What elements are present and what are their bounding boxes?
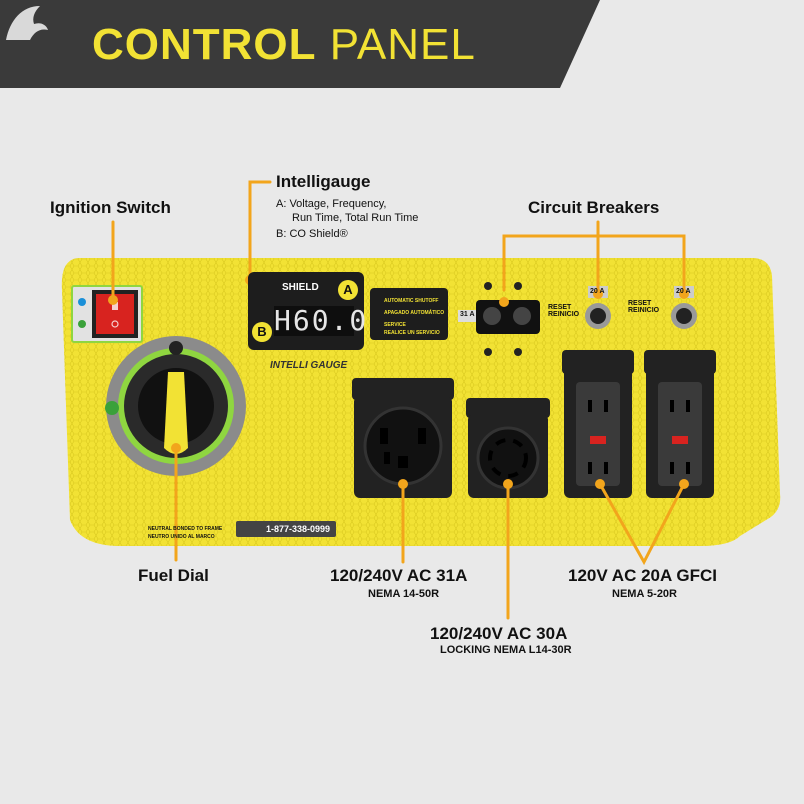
co-shield-label: SHIELD bbox=[282, 282, 319, 293]
neutral-label-2: NEUTRO UNIDO AL MARCO bbox=[148, 534, 215, 540]
warn-line-4: REALICE UN SERVICIO bbox=[384, 330, 440, 336]
shutoff-warning-label: AUTOMATIC SHUTOFF APAGADO AUTOMÁTICO SER… bbox=[370, 288, 448, 340]
callout-intelligauge: Intelligauge bbox=[276, 172, 371, 191]
callout-outlet-14-50: 120/240V AC 31A bbox=[330, 566, 468, 585]
breaker-20a-right-label: 20 A bbox=[676, 288, 691, 295]
support-phone: 1-877-338-0999 bbox=[236, 521, 336, 537]
brand-logo-icon bbox=[6, 6, 48, 40]
intelligauge-item-a2: Run Time, Total Run Time bbox=[292, 212, 419, 224]
badge-a: A bbox=[338, 280, 358, 300]
callout-circuit-breakers: Circuit Breakers bbox=[528, 198, 660, 217]
title-bold: CONTROL bbox=[92, 20, 317, 69]
warn-line-2: APAGADO AUTOMÁTICO bbox=[384, 310, 445, 316]
callout-outlet-l14-30-sub: LOCKING NEMA L14-30R bbox=[440, 644, 572, 656]
breaker-20a-left-label: 20 A bbox=[590, 288, 605, 295]
intelligauge-item-b: B: CO Shield® bbox=[276, 228, 348, 240]
callout-fuel-dial: Fuel Dial bbox=[138, 566, 209, 585]
lcd-readout: H60.0 bbox=[274, 304, 369, 337]
header-background bbox=[0, 0, 600, 88]
callout-outlet-gfci-sub: NEMA 5-20R bbox=[612, 588, 677, 600]
breaker-31a-label: 31 A bbox=[460, 311, 475, 318]
reset-label-1: RESET REINICIO bbox=[548, 304, 580, 318]
callout-outlet-l14-30: 120/240V AC 30A bbox=[430, 624, 568, 643]
page-title: CONTROL PANEL bbox=[92, 20, 476, 70]
intelligauge-brand: INTELLI GAUGE bbox=[270, 360, 348, 371]
title-light: PANEL bbox=[329, 20, 476, 69]
reset-label-2: RESET REINICIO bbox=[628, 300, 660, 314]
header-banner: CONTROL PANEL bbox=[0, 0, 804, 88]
warn-line-1: AUTOMATIC SHUTOFF bbox=[384, 298, 439, 304]
warn-line-3: SERVICE bbox=[384, 322, 406, 328]
fuel-dial-knob bbox=[164, 372, 188, 454]
intelligauge-item-a: A: Voltage, Frequency, bbox=[276, 198, 387, 210]
callout-outlet-14-50-sub: NEMA 14-50R bbox=[368, 588, 440, 600]
badge-b: B bbox=[252, 322, 272, 342]
neutral-label-1: NEUTRAL BONDED TO FRAME bbox=[148, 526, 223, 532]
intelligauge-display: SHIELD A B H60.0 bbox=[248, 272, 369, 350]
callout-outlet-gfci: 120V AC 20A GFCI bbox=[568, 566, 717, 585]
callout-ignition-switch: Ignition Switch bbox=[50, 198, 171, 217]
